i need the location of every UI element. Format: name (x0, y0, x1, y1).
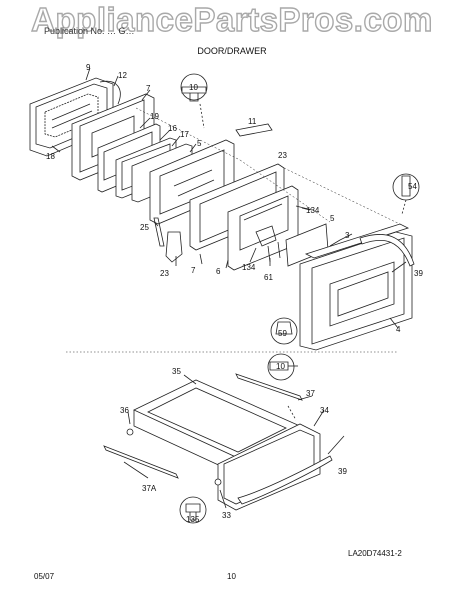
callout-23-lower: 23 (160, 269, 169, 278)
callout-36: 36 (120, 406, 129, 415)
model-header: Publication No. … G… (44, 26, 135, 36)
part-134-b (255, 225, 277, 247)
part-134-a (295, 205, 313, 211)
callout-18: 18 (46, 152, 55, 161)
callout-33: 33 (222, 511, 231, 520)
callout-39-upper: 39 (414, 269, 423, 278)
callout-5-lower: 5 (330, 214, 335, 223)
screw-59 (270, 317, 298, 345)
callout-4: 4 (396, 325, 401, 334)
callout-135: 135 (186, 515, 200, 524)
callout-61: 61 (264, 273, 273, 282)
callout-11: 11 (248, 117, 257, 126)
callout-17: 17 (180, 130, 189, 139)
part-outer-door-4 (299, 231, 413, 351)
part-handle-39 (359, 234, 415, 267)
page-number: 10 (227, 572, 236, 581)
callout-19: 19 (150, 112, 159, 121)
callout-37: 37 (306, 389, 315, 398)
footer-date: 05/07 (34, 572, 55, 581)
screw-135 (179, 496, 207, 524)
callout-34: 34 (320, 406, 329, 415)
section-title: DOOR/DRAWER (197, 46, 267, 56)
callout-37a: 37A (142, 484, 157, 493)
screw-54 (392, 173, 420, 201)
part-roller-36 (126, 428, 134, 436)
callout-7-lower: 7 (191, 266, 196, 275)
callout-134-upper: 134 (306, 206, 320, 215)
part-11-bracket (235, 123, 273, 137)
callout-59: 59 (278, 329, 287, 338)
diagram-code: LA20D74431-2 (348, 549, 402, 558)
callout-12: 12 (118, 71, 127, 80)
screw-10-upper (180, 73, 208, 102)
screw-10-lower (267, 353, 298, 381)
part-hinge-23 (165, 231, 183, 263)
part-drawer-handle-39 (237, 455, 333, 505)
callout-134-lower: 134 (242, 263, 256, 272)
callout-16: 16 (168, 124, 177, 133)
callout-35: 35 (172, 367, 181, 376)
callout-5-upper: 5 (197, 139, 202, 148)
part-33 (214, 478, 222, 486)
part-drawer-rail-37 (235, 373, 303, 401)
callout-3: 3 (345, 231, 350, 240)
callout-10-lower: 10 (276, 362, 285, 371)
callout-23-upper: 23 (278, 151, 287, 160)
part-25-hinge (153, 217, 165, 247)
part-drawer-rail-37a (103, 445, 179, 479)
callout-39-lower: 39 (338, 467, 347, 476)
callout-10-upper: 10 (189, 83, 198, 92)
part-12 (99, 80, 121, 105)
callout-9: 9 (86, 63, 91, 72)
callout-6: 6 (216, 267, 221, 276)
callout-54: 54 (408, 182, 417, 191)
callout-25: 25 (140, 223, 149, 232)
callout-7-upper: 7 (146, 84, 151, 93)
